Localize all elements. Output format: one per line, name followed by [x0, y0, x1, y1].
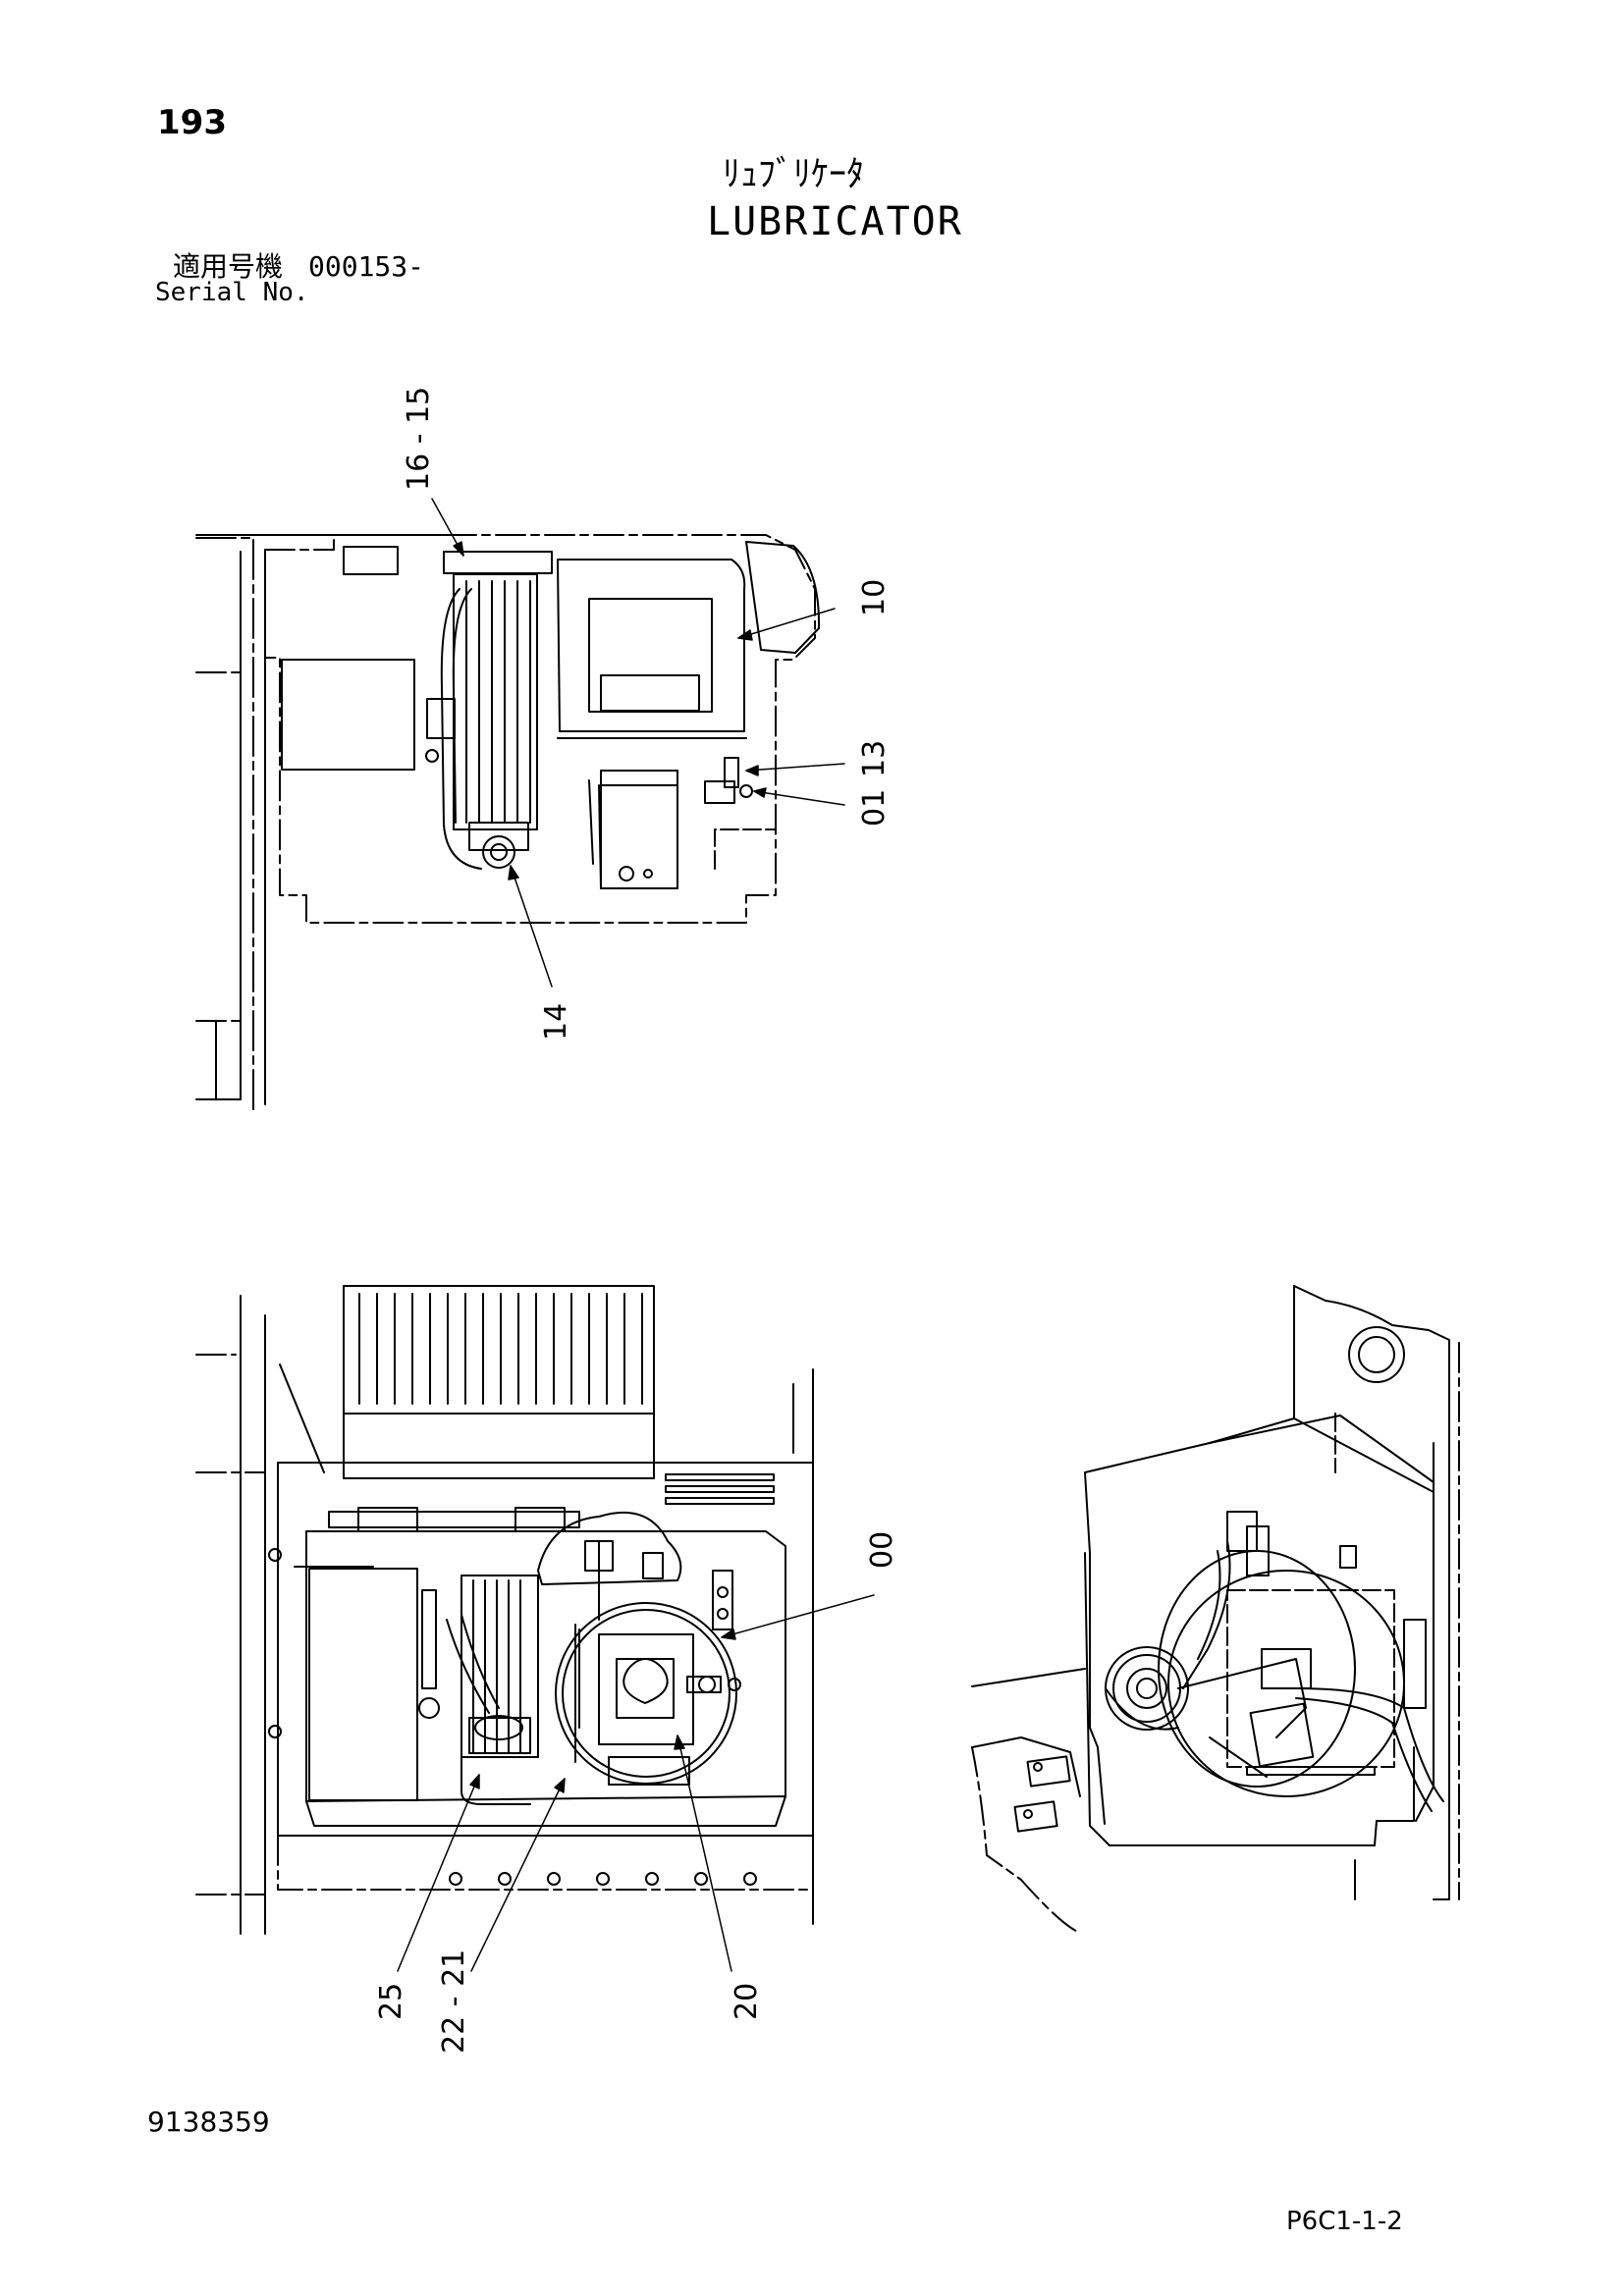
perspective-view-assembly: [971, 1285, 1460, 1933]
sheet-code: P6C1-1-2: [1286, 2207, 1403, 2236]
callout-13: 13: [857, 740, 892, 777]
callout-01: 01: [857, 789, 892, 827]
callout-labels: 16 - 15 10 13 01 14 00 25 22 - 21 20: [374, 387, 899, 2054]
callout-22-21: 22 - 21: [437, 1949, 471, 2054]
callout-10: 10: [857, 579, 892, 616]
callout-14: 14: [539, 1003, 573, 1041]
side-view-leaders: [397, 1594, 875, 1972]
title-english: LUBRICATOR: [707, 199, 963, 244]
top-view-leaders: [431, 498, 845, 988]
side-view-assembly: [195, 1285, 814, 1935]
callout-25: 25: [374, 1983, 408, 2020]
serial-label-english: Serial No.: [155, 278, 309, 307]
page-number: 193: [157, 103, 227, 142]
serial-label-japanese: 適用号機: [173, 250, 284, 283]
callout-16-15: 16 - 15: [402, 387, 436, 491]
document-code: 9138359: [147, 2106, 270, 2138]
serial-number-value: 000153-: [308, 250, 425, 283]
callout-20: 20: [730, 1983, 764, 2020]
title-japanese: ﾘｭﾌﾞﾘｹｰﾀ: [723, 154, 864, 194]
callout-00: 00: [865, 1531, 899, 1569]
top-view-assembly: [195, 534, 821, 1110]
